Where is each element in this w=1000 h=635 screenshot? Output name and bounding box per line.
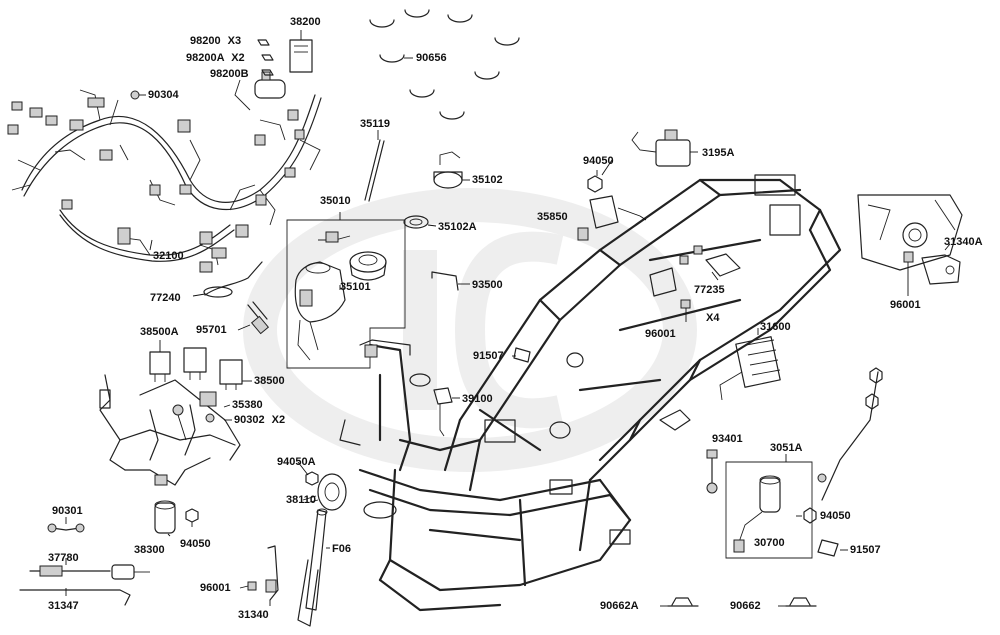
- label-qty: X2: [271, 414, 286, 426]
- label-90301: 90301: [52, 505, 83, 517]
- cable-94050-right: [803, 367, 883, 524]
- clip-90301: [47, 517, 85, 533]
- label-38300: 38300: [134, 544, 165, 556]
- label-96001-mid: 96001: [645, 328, 676, 340]
- label-37780: 37780: [48, 552, 79, 564]
- label-31347: 31347: [48, 600, 79, 612]
- label-94050-left: 94050: [180, 538, 211, 550]
- label-38500: 38500: [254, 375, 285, 387]
- label-38200: 38200: [290, 16, 321, 28]
- label-qty: X3: [227, 35, 242, 47]
- label-90304: 90304: [148, 89, 179, 101]
- label-35010: 35010: [320, 195, 351, 207]
- label-35101: 35101: [340, 281, 371, 293]
- label-90656: 90656: [416, 52, 447, 64]
- label-94050A: 94050A: [277, 456, 316, 468]
- clip-96001-right: [903, 251, 914, 296]
- nut-94050-top: [587, 170, 603, 193]
- nut-94050A: [305, 471, 319, 486]
- label-98200: 98200 X3: [190, 35, 241, 47]
- label-93401: 93401: [712, 433, 743, 445]
- label-94050-right: 94050: [820, 510, 851, 522]
- sensor-31340: [247, 545, 279, 606]
- clip-96001-mid: [680, 299, 691, 322]
- wire-harness: [7, 71, 322, 273]
- label-3051A: 3051A: [770, 442, 803, 454]
- washer-35102A: [403, 215, 437, 229]
- label-text: 98200: [190, 35, 221, 47]
- fuse-38300: [154, 500, 176, 534]
- nut-94050-left: [185, 508, 199, 523]
- label-31340A: 31340A: [944, 236, 983, 248]
- label-96001-right: 96001: [890, 299, 921, 311]
- label-39100: 39100: [462, 393, 493, 405]
- label-35102A: 35102A: [438, 221, 477, 233]
- label-90662: 90662: [730, 600, 761, 612]
- label-30700: 30700: [754, 537, 785, 549]
- cable-37780: [29, 558, 150, 580]
- label-32100: 32100: [153, 250, 184, 262]
- switch-35850: [577, 195, 647, 241]
- label-38500A: 38500A: [140, 326, 179, 338]
- label-90662A: 90662A: [600, 600, 639, 612]
- watermark-logo: [243, 188, 697, 472]
- label-90302: 90302 X2: [234, 414, 285, 426]
- engine-cover: [857, 194, 963, 271]
- label-35119: 35119: [360, 118, 390, 130]
- label-98200B: 98200B: [210, 68, 249, 80]
- label-38110: 38110: [286, 494, 316, 506]
- label-3195A: 3195A: [702, 147, 735, 159]
- label-93500: 93500: [472, 279, 503, 291]
- label-91507-right: 91507: [850, 544, 881, 556]
- label-91507-mid: 91507: [473, 350, 504, 362]
- label-94050-top: 94050: [583, 155, 614, 167]
- bracket-77235: [649, 245, 741, 297]
- clamp-90662: [778, 597, 817, 607]
- bolt-93401: [706, 449, 718, 494]
- label-F06: F06: [332, 543, 351, 555]
- regulator-31600: [719, 328, 781, 401]
- sensor-39100: [433, 387, 460, 437]
- label-35380: 35380: [232, 399, 263, 411]
- label-text: 90302: [234, 414, 265, 426]
- clamp-90662A: [660, 597, 699, 607]
- relay-38200: [289, 30, 313, 73]
- leader-lines: [149, 159, 848, 589]
- relay-3195A: [631, 129, 698, 167]
- label-X4: X4: [706, 312, 720, 324]
- label-35850: 35850: [537, 211, 568, 223]
- cable-31347: [19, 588, 131, 606]
- screw-93500: [431, 271, 470, 291]
- fork-F06: [297, 508, 330, 627]
- ignition-switch-group: [286, 212, 406, 369]
- rod-35119: [364, 130, 385, 202]
- sensor-31340A: [921, 243, 961, 285]
- label-98200A: 98200A X2: [186, 52, 245, 64]
- relays-38500A: [149, 340, 243, 390]
- horn-38110: [309, 473, 347, 511]
- label-35102: 35102: [472, 174, 503, 186]
- label-77235: 77235: [694, 284, 725, 296]
- clamps-90656: [369, 9, 520, 120]
- wire-77240: [203, 261, 263, 298]
- clip-91507-mid: [512, 347, 531, 363]
- label-77240: 77240: [150, 292, 181, 304]
- label-96001-bottom: 96001: [200, 582, 231, 594]
- label-95701: 95701: [196, 324, 227, 336]
- label-31340: 31340: [238, 609, 269, 621]
- bolt-95701: [247, 301, 270, 335]
- lock-35102: [433, 151, 470, 189]
- clips-98200: [130, 39, 274, 100]
- bracket-assembly: [99, 374, 241, 486]
- main-frame: [339, 174, 842, 612]
- clip-91507-right: [817, 539, 839, 557]
- label-text: 98200A: [186, 52, 225, 64]
- label-qty: X2: [231, 52, 245, 64]
- coil-3051A: [725, 454, 813, 559]
- label-31600: 31600: [760, 321, 791, 333]
